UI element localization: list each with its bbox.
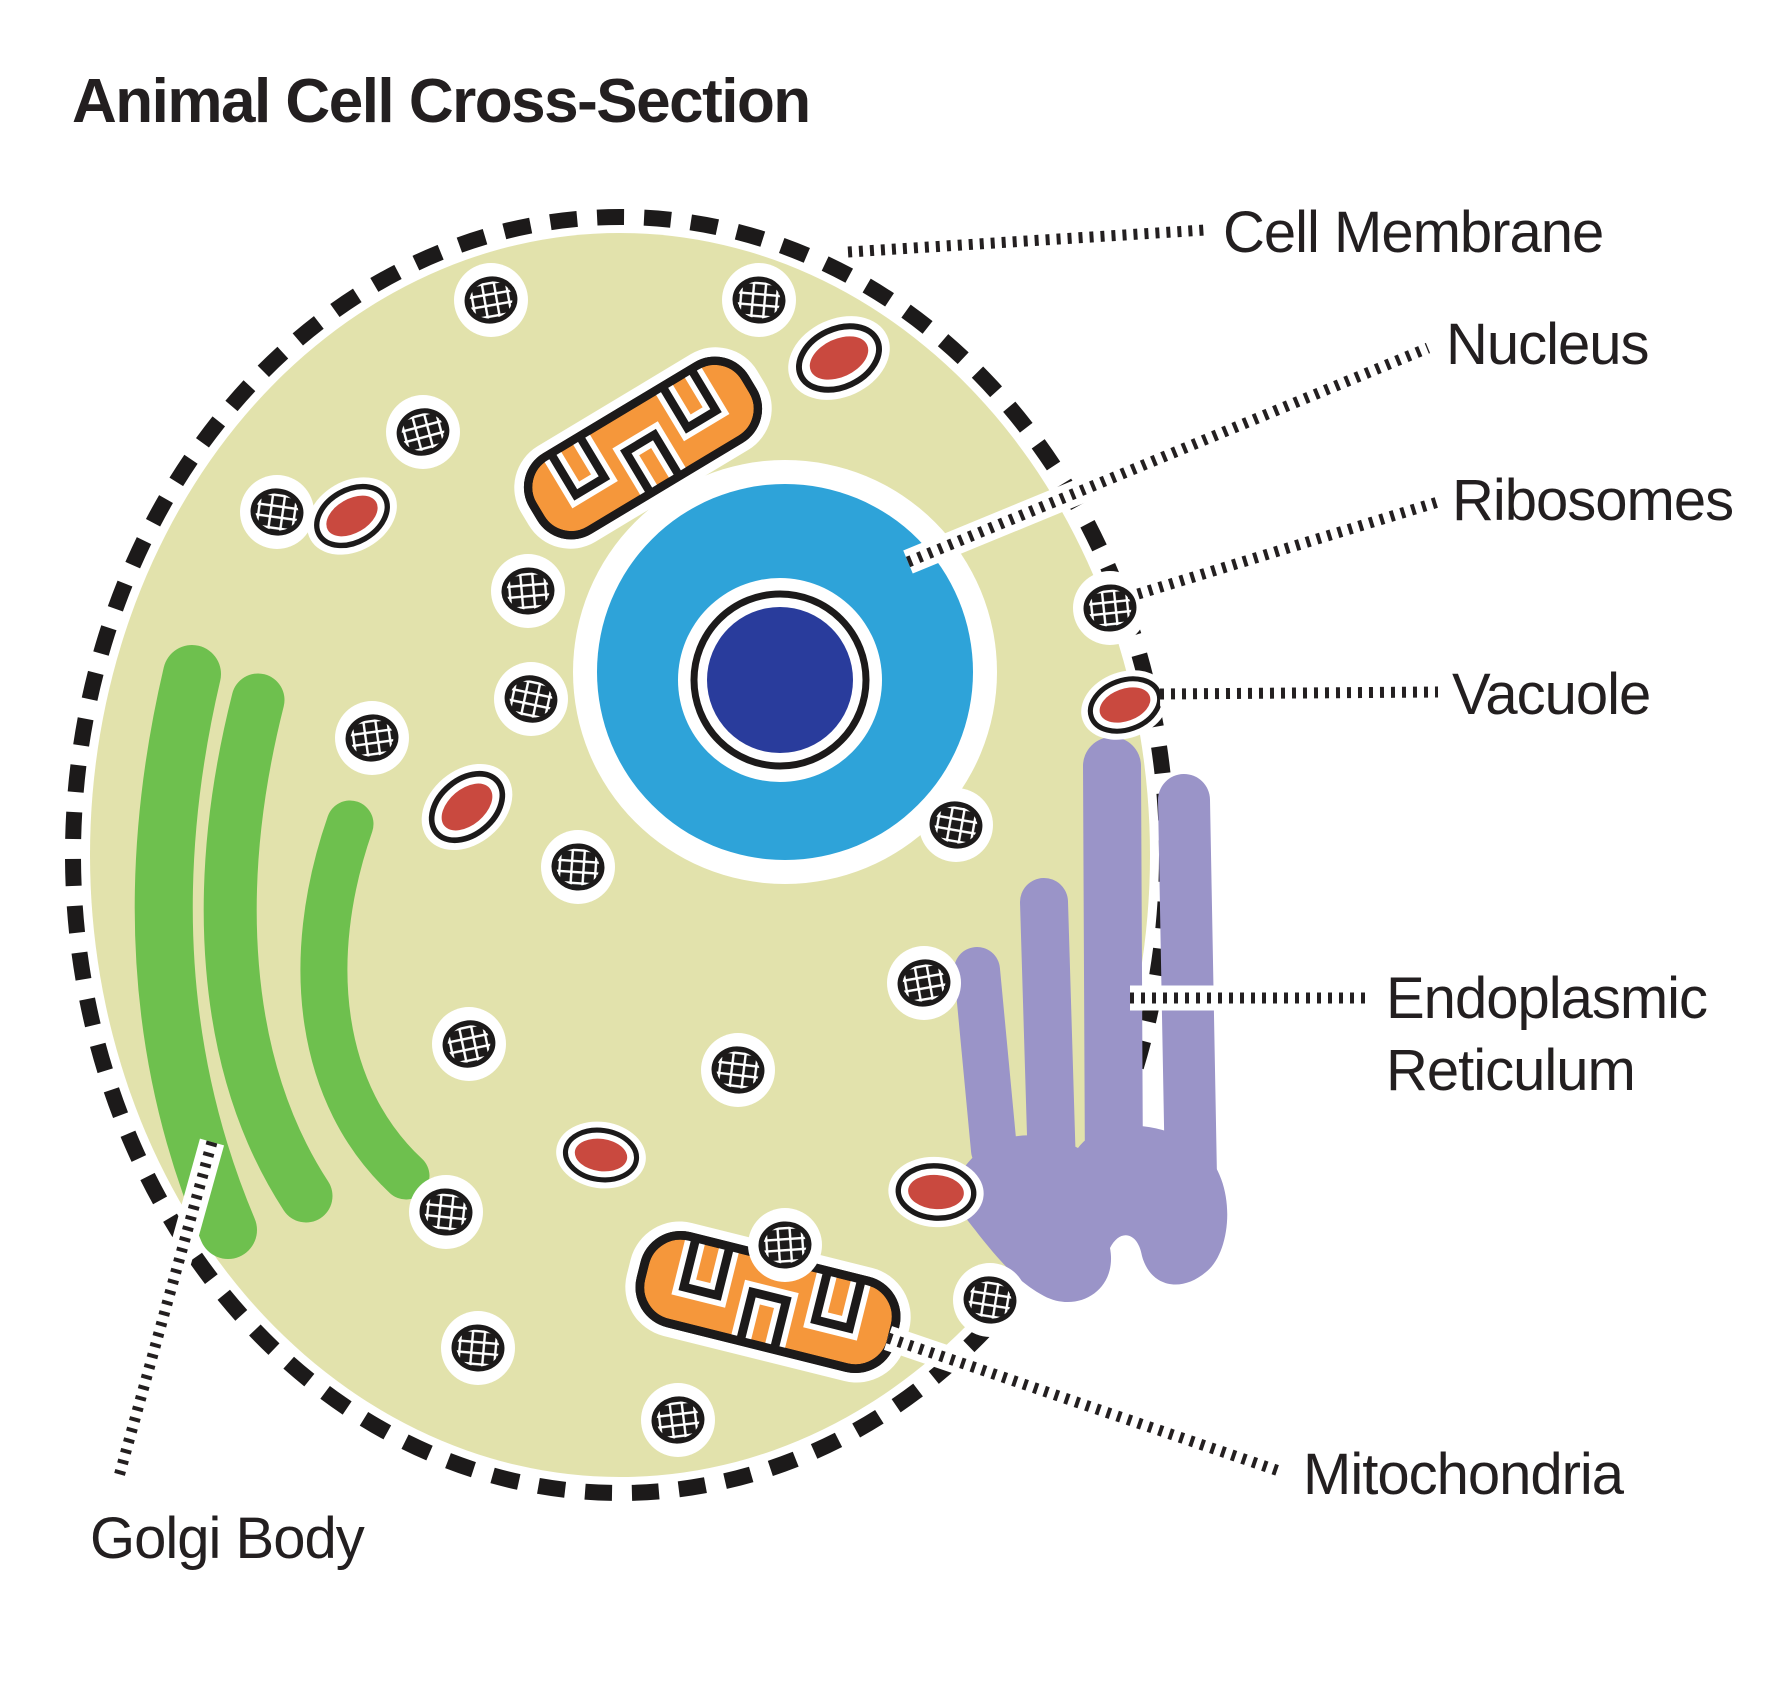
endoplasmic-reticulum xyxy=(952,737,1228,1303)
ribosome-icon xyxy=(491,554,565,628)
vacuoles-layer xyxy=(307,316,1169,1228)
label-reticulum: Reticulum xyxy=(1386,1038,1635,1103)
page-title: Animal Cell Cross-Section xyxy=(72,67,810,136)
label-mitochondria: Mitochondria xyxy=(1303,1442,1625,1507)
label-cell-membrane: Cell Membrane xyxy=(1223,200,1603,265)
ribosome-icon xyxy=(409,1175,483,1249)
label-golgi-body: Golgi Body xyxy=(90,1506,365,1571)
vacuole-icon xyxy=(1081,670,1169,740)
vacuole-icon xyxy=(307,477,397,555)
vacuole-icon xyxy=(421,763,513,851)
label-ribosomes: Ribosomes xyxy=(1452,468,1733,533)
golgi-strand xyxy=(300,800,430,1200)
leader-cell-membrane xyxy=(847,217,1206,265)
ribosome-icon xyxy=(722,263,796,337)
ribosome-icon xyxy=(953,1263,1027,1337)
golgi-strand xyxy=(203,673,333,1223)
leader-vacuole xyxy=(1159,679,1439,707)
vacuole-icon xyxy=(556,1121,646,1189)
ribosome-icon xyxy=(641,1383,715,1457)
leader-ribosomes xyxy=(1134,490,1442,606)
ribosome-icon xyxy=(441,1311,515,1385)
ribosome-icon xyxy=(887,946,961,1020)
ribosome-icon xyxy=(919,788,993,862)
label-vacuole: Vacuole xyxy=(1452,662,1650,727)
leader-mitochondria xyxy=(883,1326,1287,1484)
ribosome-icon xyxy=(748,1208,822,1282)
nucleus xyxy=(573,460,997,884)
ribosome-icon xyxy=(494,662,568,736)
ribosome-icon xyxy=(454,263,528,337)
vacuole-icon xyxy=(888,1156,984,1228)
ribosome-icon xyxy=(432,1007,506,1081)
label-nucleus: Nucleus xyxy=(1446,312,1649,377)
ribosome-icon xyxy=(701,1033,775,1107)
vacuole-icon xyxy=(788,316,890,400)
ribosome-icon xyxy=(541,830,615,904)
label-endoplasmic: Endoplasmic xyxy=(1386,966,1707,1031)
ribosome-icon xyxy=(1073,571,1147,645)
ribosome-icon xyxy=(386,395,460,469)
ribosome-icon xyxy=(240,475,314,549)
leader-nucleus xyxy=(903,336,1433,574)
nucleolus xyxy=(678,578,882,782)
leader-golgi-body xyxy=(105,1138,225,1484)
ribosomes-layer xyxy=(240,263,1147,1457)
ribosome-icon xyxy=(335,701,409,775)
